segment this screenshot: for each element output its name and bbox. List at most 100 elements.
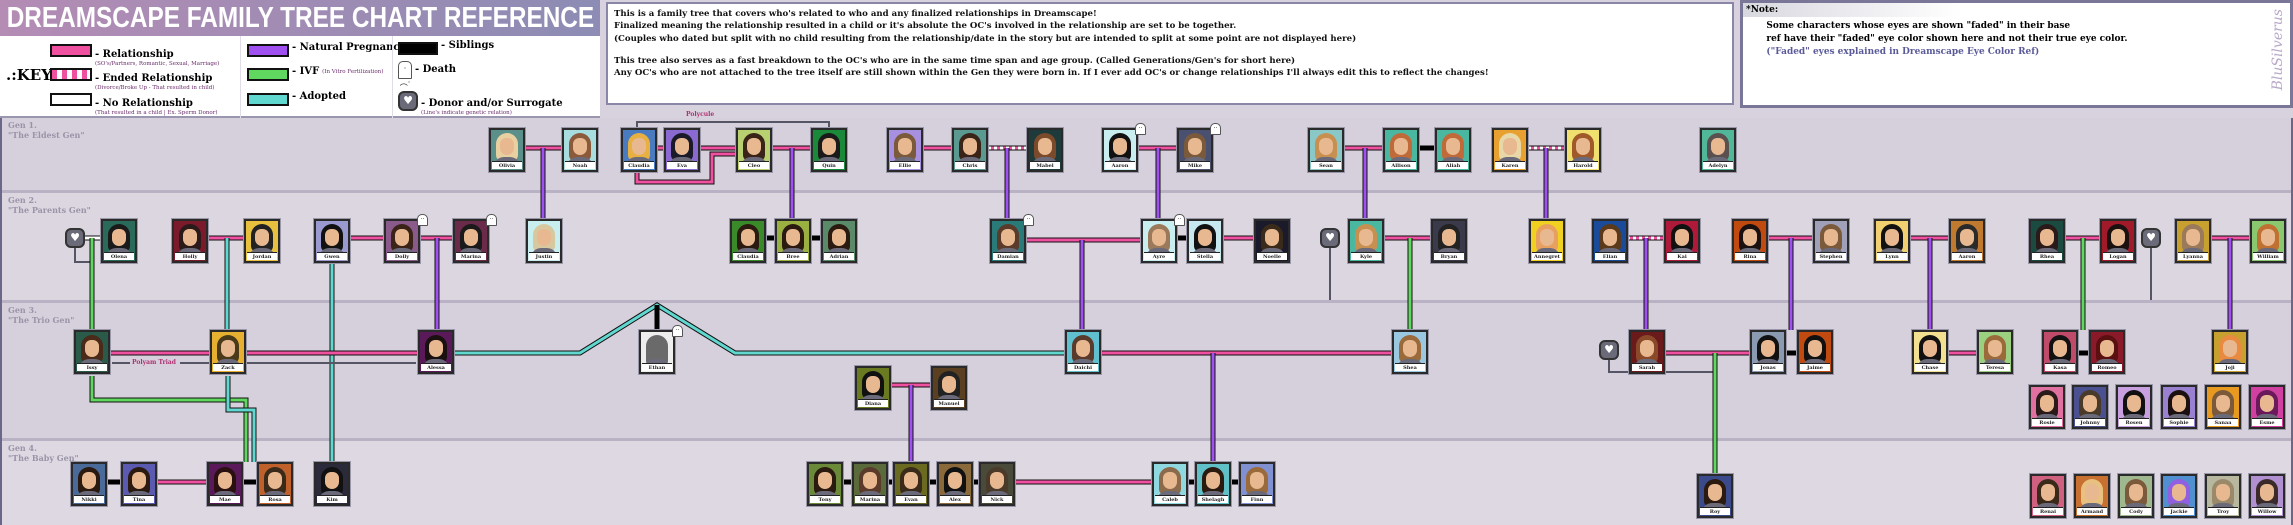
character-portrait: Sophie — [2161, 385, 2197, 429]
no-relationship-swatch — [50, 93, 92, 106]
character-name: Cleo — [739, 161, 769, 169]
character-portrait: Rosen — [2116, 385, 2152, 429]
character-portrait: Allison — [1383, 128, 1419, 172]
donor-icon: ♥ — [1599, 340, 1619, 360]
character-portrait: Mae — [207, 462, 243, 506]
character-portrait: Johnny — [2072, 385, 2108, 429]
character-portrait: Quin — [811, 128, 847, 172]
character-name: Armand — [2077, 507, 2107, 515]
character-portrait: Caleb — [1152, 462, 1188, 506]
character-name: Issy — [77, 363, 107, 371]
character-name: Rosie — [2032, 418, 2062, 426]
key-relationship: - Relationship(SO's/Partners, Romantic, … — [50, 42, 219, 68]
character-portrait: Aliah — [1435, 128, 1471, 172]
character-portrait: Jackie — [2161, 474, 2197, 518]
donor-icon: ♥ — [1320, 228, 1340, 248]
character-portrait: Shelagh — [1195, 462, 1231, 506]
character-portrait: Annegret — [1529, 219, 1565, 263]
character-portrait: Sanaa — [2205, 385, 2241, 429]
character-name: Annegret — [1532, 252, 1562, 260]
character-portrait: Willow — [2249, 474, 2285, 518]
character-name: Holly — [175, 252, 205, 260]
key-death: ·︵· - Death — [398, 61, 456, 87]
note-heading: *Note: — [1743, 3, 2290, 17]
key-item-label: - Adopted — [292, 91, 347, 102]
character-portrait: Sean — [1308, 128, 1344, 172]
character-portrait: Ellie — [887, 128, 923, 172]
key-natural-pregnancy: - Natural Pregnancy — [247, 42, 405, 57]
character-portrait: Kim — [314, 462, 350, 506]
key-item-sub: (SO's/Partners, Romantic, Sexual, Marria… — [95, 61, 220, 67]
character-portrait: Tina — [121, 462, 157, 506]
character-portrait: Adelyn — [1700, 128, 1736, 172]
rel-line — [635, 152, 736, 184]
key-item-label: - No Relationship — [95, 98, 193, 109]
character-name: Aaron — [1105, 161, 1135, 169]
character-portrait: Kai — [1664, 219, 1700, 263]
character-name: Ellie — [890, 161, 920, 169]
info-panel: This is a family tree that covers who's … — [606, 2, 1734, 105]
character-portrait: Harold — [1565, 128, 1601, 172]
donor-line — [74, 248, 92, 263]
character-name: Johnny — [2075, 418, 2105, 426]
ivf-line — [90, 376, 248, 462]
character-portrait: Armand — [2074, 474, 2110, 518]
character-portrait: Damian — [990, 219, 1026, 263]
character-portrait: Cleo — [736, 128, 772, 172]
character-name: Aliah — [1438, 161, 1468, 169]
character-name: Rosa — [260, 495, 290, 503]
character-portrait: Ayre — [1141, 219, 1177, 263]
note-text: ref have their "faded" eye color shown h… — [1766, 33, 2128, 44]
character-portrait: Daichi — [1065, 330, 1101, 374]
character-name: Manuel — [934, 399, 964, 407]
character-portrait: Rhea — [2029, 219, 2065, 263]
character-portrait: Jonas — [1750, 330, 1786, 374]
character-portrait: Lynn — [1874, 219, 1910, 263]
ghost-icon: ·· — [672, 325, 683, 337]
key-item-sub: (Divorce/Broke Up - That resulted in chi… — [95, 85, 215, 91]
character-name: Adelyn — [1703, 161, 1733, 169]
character-portrait: Ethan — [639, 330, 675, 374]
character-name: Karen — [1495, 161, 1525, 169]
character-portrait: Karen — [1492, 128, 1528, 172]
character-name: Sophie — [2164, 418, 2194, 426]
character-name: Esme — [2252, 418, 2282, 426]
character-portrait: Olivia — [489, 128, 525, 172]
character-portrait: Lyanna — [2175, 219, 2211, 263]
character-name: Roy — [1700, 507, 1730, 515]
character-name: Lyanna — [2178, 252, 2208, 260]
character-portrait: Justin — [526, 219, 562, 263]
ghost-icon: ·· — [1023, 214, 1034, 226]
divider — [2, 438, 2291, 441]
character-name: Claudia — [624, 161, 654, 169]
character-portrait: Romeo — [2089, 330, 2125, 374]
character-portrait: Kasa — [2042, 330, 2078, 374]
character-portrait: Manuel — [931, 366, 967, 410]
ivf-swatch — [247, 68, 289, 81]
character-name: Ethan — [642, 363, 672, 371]
character-portrait: Sarah — [1629, 330, 1665, 374]
character-portrait: Joji — [2212, 330, 2248, 374]
key-ended-relationship: - Ended Relationship(Divorce/Broke Up - … — [50, 66, 214, 92]
character-name: Caleb — [1155, 495, 1185, 503]
character-name: Harold — [1568, 161, 1598, 169]
character-name: Olivia — [492, 161, 522, 169]
character-portrait: Adrian — [821, 219, 857, 263]
character-name: Adrian — [824, 252, 854, 260]
character-name: Renai — [2033, 507, 2063, 515]
gen-band — [2, 118, 2291, 192]
character-portrait: Rosie — [2029, 385, 2065, 429]
character-name: William — [2253, 252, 2283, 260]
donor-line — [636, 121, 830, 128]
character-name: Rosen — [2119, 418, 2149, 426]
character-name: Justin — [529, 252, 559, 260]
donor-icon: ♥ — [2141, 228, 2161, 248]
character-name: Rhea — [2032, 252, 2062, 260]
character-portrait: Marina — [453, 219, 489, 263]
character-name: Tony — [810, 495, 840, 503]
character-portrait: Nick — [979, 462, 1015, 506]
gen-label: Gen 1."The Eldest Gen" — [8, 120, 85, 140]
character-portrait: Zack — [210, 330, 246, 374]
character-name: Rina — [1735, 252, 1765, 260]
character-portrait: Claudia — [730, 219, 766, 263]
